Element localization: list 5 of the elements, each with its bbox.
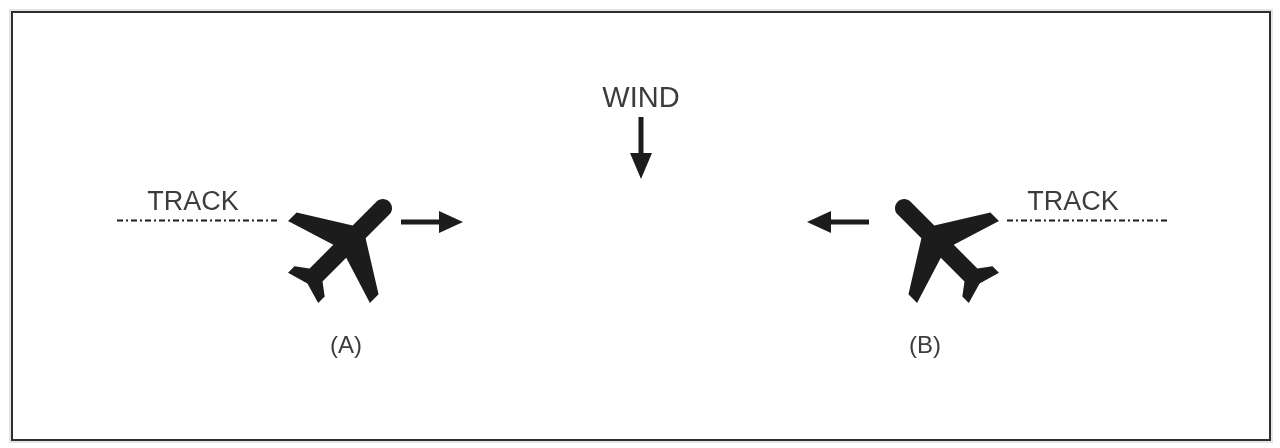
track-label: TRACK (1027, 187, 1119, 215)
plane-label: (B) (909, 333, 941, 357)
track-label: TRACK (147, 187, 239, 215)
plane-label: (A) (330, 333, 362, 357)
wind-label: WIND (602, 82, 680, 112)
